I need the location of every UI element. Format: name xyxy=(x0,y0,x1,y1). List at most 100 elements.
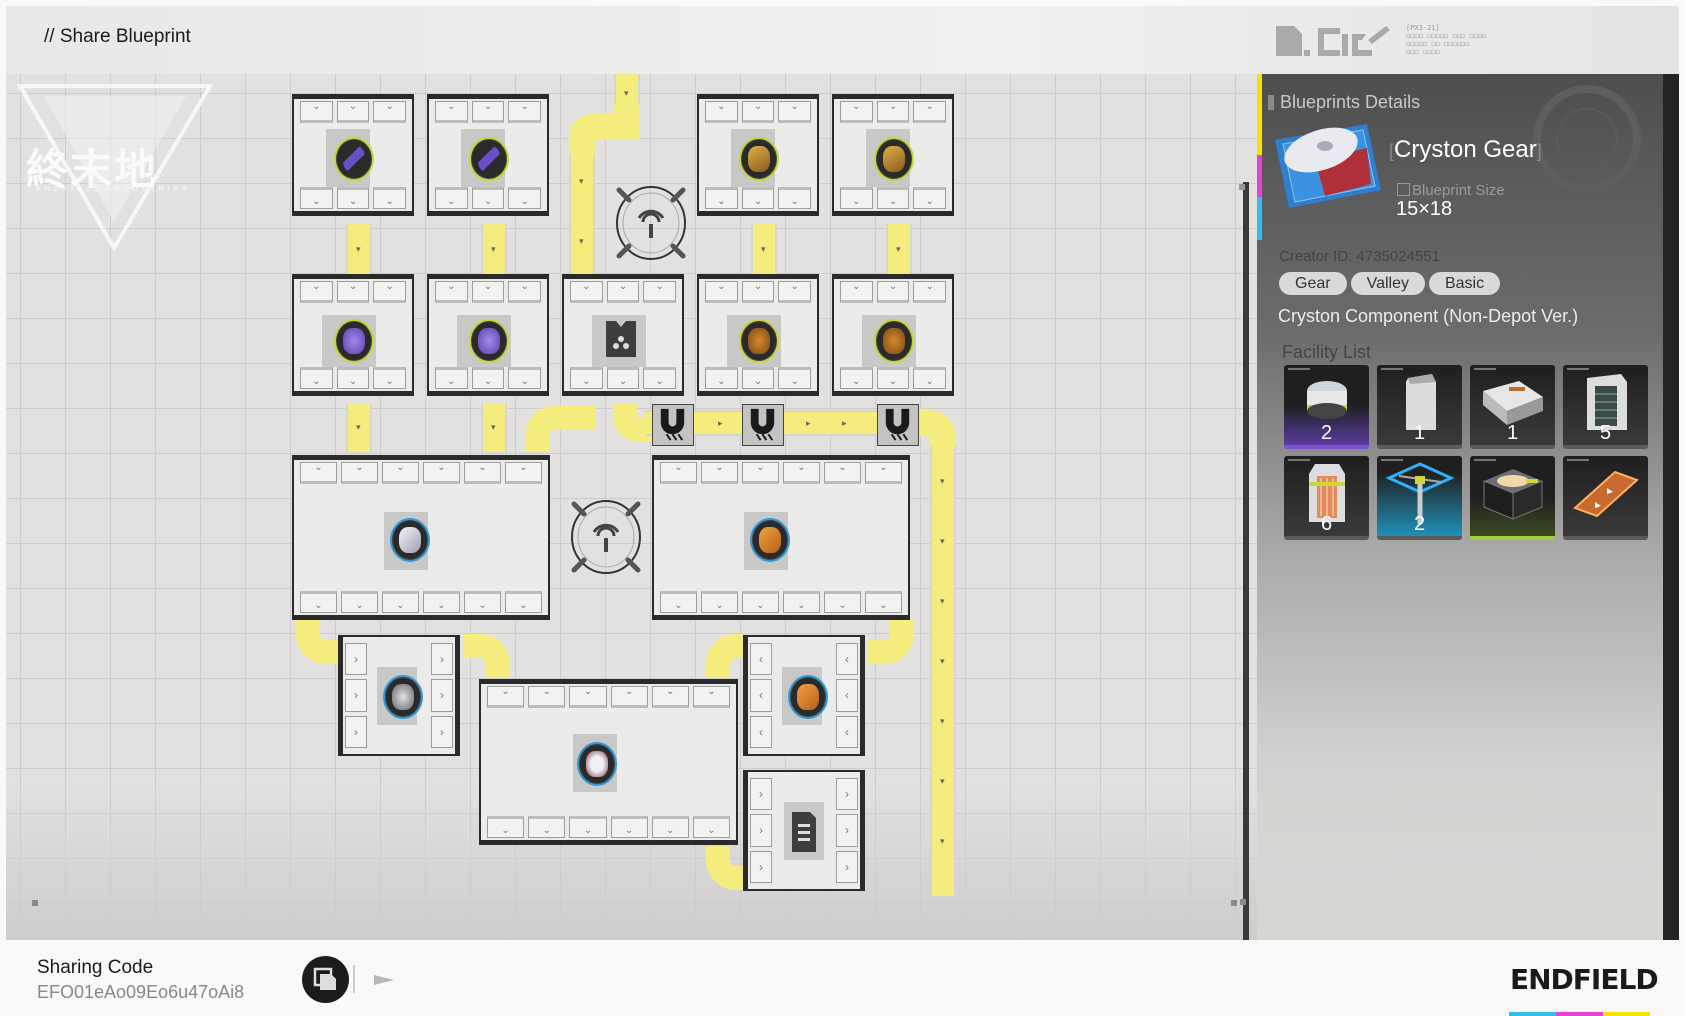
conveyor-belt[interactable]: ▾ xyxy=(751,224,777,276)
depot-loader-icon xyxy=(792,812,816,852)
item-icon-cryston-part xyxy=(383,675,423,719)
tag: Valley xyxy=(1350,272,1425,295)
conveyor-belt-curve[interactable] xyxy=(595,104,640,140)
depot-loader[interactable]: ››› ››› xyxy=(743,770,865,891)
item-icon-origocrust xyxy=(739,137,779,181)
tag: Basic xyxy=(1428,272,1501,295)
header-bar: // Share Blueprint [PX3-21]◻◻◻◻ ◻◻◻◻◻ ◻◻… xyxy=(6,6,1679,74)
item-icon-origocrust-block xyxy=(750,518,790,562)
copy-icon xyxy=(313,967,336,990)
relay-tower-node[interactable] xyxy=(566,496,646,578)
brand-bar-cyan xyxy=(1509,1012,1556,1016)
conveyor-belt-curve[interactable] xyxy=(706,634,746,678)
endfield-watermark-icon xyxy=(16,84,214,252)
blueprint-name: [Cryston Gear] xyxy=(1389,136,1542,163)
facility-list: 2 1 1 5 6 xyxy=(1284,365,1648,540)
panel-title: Blueprints Details xyxy=(1267,92,1421,112)
conveyor-belt-curve[interactable] xyxy=(526,406,596,452)
item-icon-amethyst-fiber xyxy=(469,137,509,181)
scrollbar-marker xyxy=(1239,184,1245,190)
item-icon-origocrust xyxy=(874,137,914,181)
endfield-brand-logo: ENDFIELD xyxy=(1510,963,1659,996)
facility-supply-box[interactable] xyxy=(1470,456,1555,540)
gearing-unit[interactable]: ⌄⌄⌄⌄⌄⌄ ⌄⌄⌄⌄⌄⌄ xyxy=(479,679,738,845)
accent-stripe-yellow xyxy=(1257,74,1262,155)
refining-unit[interactable]: ⌄⌄⌄ ⌄⌄⌄ xyxy=(832,94,954,216)
fitting-unit[interactable]: ››› ››› xyxy=(338,635,460,756)
belt-bridge[interactable] xyxy=(742,404,784,446)
shredding-unit[interactable]: ⌄⌄⌄ ⌄⌄⌄ xyxy=(427,274,549,396)
conveyor-belt[interactable]: ▾ xyxy=(481,404,507,452)
conveyor-belt[interactable]: ▾ xyxy=(346,224,372,276)
facility-refining-unit[interactable]: 2 xyxy=(1284,365,1369,449)
decorative-code-text: [PX3-21]◻◻◻◻ ◻◻◻◻◻ ◻◻◻ ◻◻◻◻◻◻◻◻◻ ◻◻ ◻◻◻◻… xyxy=(1406,24,1487,56)
blueprint-canvas[interactable]: 終末地 ENDFIELD INDUSTRIES ▾ ▾ ▾ ▾ ▾ ▾▾ ▾ ▾… xyxy=(6,74,1257,940)
item-icon-originium-ore xyxy=(874,319,914,363)
conveyor-belt-curve[interactable] xyxy=(464,634,510,678)
item-icon-amethyst-fiber xyxy=(334,137,374,181)
facility-furnace-unit[interactable]: 6 xyxy=(1284,456,1369,540)
facility-conveyor-belt[interactable] xyxy=(1563,456,1648,540)
logo-text-cn: 終末地 xyxy=(26,146,159,193)
item-icon-amethyst-ore xyxy=(334,319,374,363)
divider xyxy=(353,965,355,993)
conveyor-belt[interactable]: ▾ xyxy=(346,404,372,452)
shredding-unit[interactable]: ⌄⌄⌄ ⌄⌄⌄ xyxy=(292,274,414,396)
belt-bridge[interactable] xyxy=(652,404,694,446)
shredding-unit-icon xyxy=(1586,373,1627,430)
sharing-code-value[interactable]: EFO01eAo09Eo6u47oAi8 xyxy=(37,982,245,1002)
fitting-unit-icon xyxy=(1482,380,1543,425)
conveyor-belt[interactable]: ▾ xyxy=(481,224,507,276)
conveyor-belt-icon xyxy=(1572,470,1639,517)
resize-icon xyxy=(1397,183,1410,196)
blueprint-thumbnail-icon xyxy=(1275,124,1381,208)
furnace-unit[interactable]: ⌄⌄⌄⌄⌄⌄ ⌄⌄⌄⌄⌄⌄ xyxy=(292,455,550,620)
conveyor-belt-curve[interactable] xyxy=(296,620,342,664)
supply-box-icon xyxy=(1483,468,1542,520)
blueprint-description: Cryston Component (Non-Depot Ver.) xyxy=(1278,306,1579,326)
conveyor-belt[interactable]: ▾▾▾▾▾▾▾ xyxy=(930,446,956,896)
depot-unloader[interactable]: ⌄⌄⌄ ⌄⌄⌄ xyxy=(562,274,684,396)
scrollbar[interactable] xyxy=(1243,182,1249,940)
conveyor-belt[interactable]: ▾▾ xyxy=(569,146,595,276)
main-frame: // Share Blueprint [PX3-21]◻◻◻◻ ◻◻◻◻◻ ◻◻… xyxy=(6,6,1679,940)
item-icon-originium-ore xyxy=(739,319,779,363)
conveyor-belt[interactable]: ▾ xyxy=(886,224,912,276)
facility-fitting-unit[interactable]: 1 xyxy=(1470,365,1555,449)
tag: Gear xyxy=(1279,272,1347,295)
logo-text-en: ENDFIELD INDUSTRIES xyxy=(36,186,191,193)
conveyor-belt-curve[interactable] xyxy=(706,846,746,890)
facility-relay-tower[interactable]: 2 xyxy=(1377,456,1462,540)
refining-unit[interactable]: ⌄⌄⌄ ⌄⌄⌄ xyxy=(427,94,549,216)
storage-pillar-icon xyxy=(1405,373,1436,430)
facility-storage-pillar[interactable]: 1 xyxy=(1377,365,1462,449)
decorative-logo-icon xyxy=(1276,26,1390,56)
item-icon-amethyst-ore xyxy=(469,319,509,363)
blueprint-size-label: Blueprint Size xyxy=(1397,182,1505,199)
refining-unit[interactable]: ⌄⌄⌄ ⌄⌄⌄ xyxy=(697,94,819,216)
blueprint-size-value: 15×18 xyxy=(1396,198,1453,220)
furnace-unit[interactable]: ⌄⌄⌄⌄⌄⌄ ⌄⌄⌄⌄⌄⌄ xyxy=(652,455,910,620)
furnace-unit-icon xyxy=(1308,463,1345,522)
brand-bar-yellow xyxy=(1603,1012,1650,1016)
facility-shredding-unit[interactable]: 5 xyxy=(1563,365,1648,449)
shredding-unit[interactable]: ⌄⌄⌄ ⌄⌄⌄ xyxy=(697,274,819,396)
facility-list-title: Facility List xyxy=(1282,342,1372,362)
brand-bar-magenta xyxy=(1556,1012,1603,1016)
depot-unloader-icon xyxy=(606,321,636,357)
refining-unit-icon xyxy=(1306,380,1347,419)
conveyor-belt-curve[interactable] xyxy=(868,620,914,664)
belt-bridge[interactable] xyxy=(877,404,919,446)
accent-stripe-magenta xyxy=(1257,155,1262,197)
accent-stripe-cyan xyxy=(1257,197,1262,240)
fitting-unit[interactable]: ‹‹‹ ‹‹‹ xyxy=(743,635,865,756)
sharing-code-label: Sharing Code xyxy=(37,957,154,978)
blueprint-details-panel: Blueprints Details [Cryston Gear] Bluepr… xyxy=(1257,74,1663,940)
page-title: // Share Blueprint xyxy=(44,26,191,47)
copy-code-button[interactable] xyxy=(302,956,349,1003)
refining-unit[interactable]: ⌄⌄⌄ ⌄⌄⌄ xyxy=(292,94,414,216)
item-icon-origocrust-block xyxy=(788,675,828,719)
shredding-unit[interactable]: ⌄⌄⌄ ⌄⌄⌄ xyxy=(832,274,954,396)
relay-tower-node[interactable] xyxy=(611,182,691,264)
send-arrow-icon[interactable] xyxy=(374,973,394,987)
